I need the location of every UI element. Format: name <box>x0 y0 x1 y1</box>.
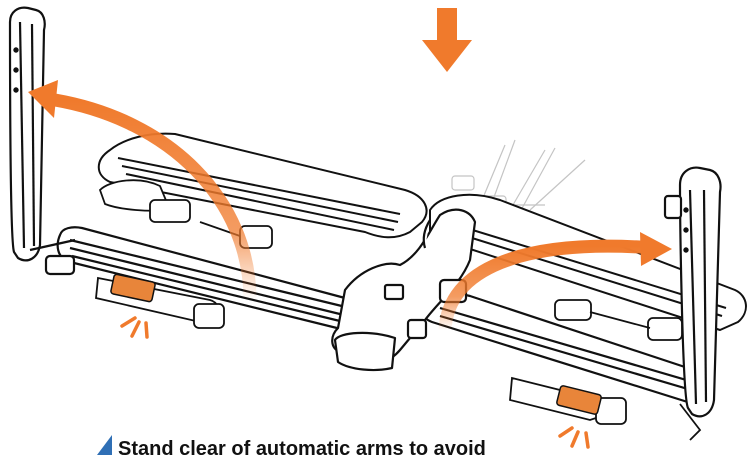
right-swing-arrow <box>438 239 656 331</box>
press-indicator-icon <box>120 316 590 449</box>
warning-triangle-icon <box>97 435 112 455</box>
left-swing-arrowhead <box>28 80 58 118</box>
right-swing-arm <box>663 166 722 418</box>
arrow-down-icon <box>422 8 472 72</box>
right-handle-grip[interactable] <box>556 385 602 415</box>
curved-arrow-icon <box>53 93 656 331</box>
left-swing-arm <box>8 6 76 276</box>
rear-cradles <box>98 179 683 341</box>
left-swing-arrow <box>53 93 257 301</box>
handle-grips <box>110 273 602 415</box>
left-handle-grip[interactable] <box>110 273 156 303</box>
warning-caption: Stand clear of automatic arms to avoid <box>118 438 486 455</box>
rack-platform-front <box>56 226 712 406</box>
right-swing-arrowhead <box>640 232 672 266</box>
